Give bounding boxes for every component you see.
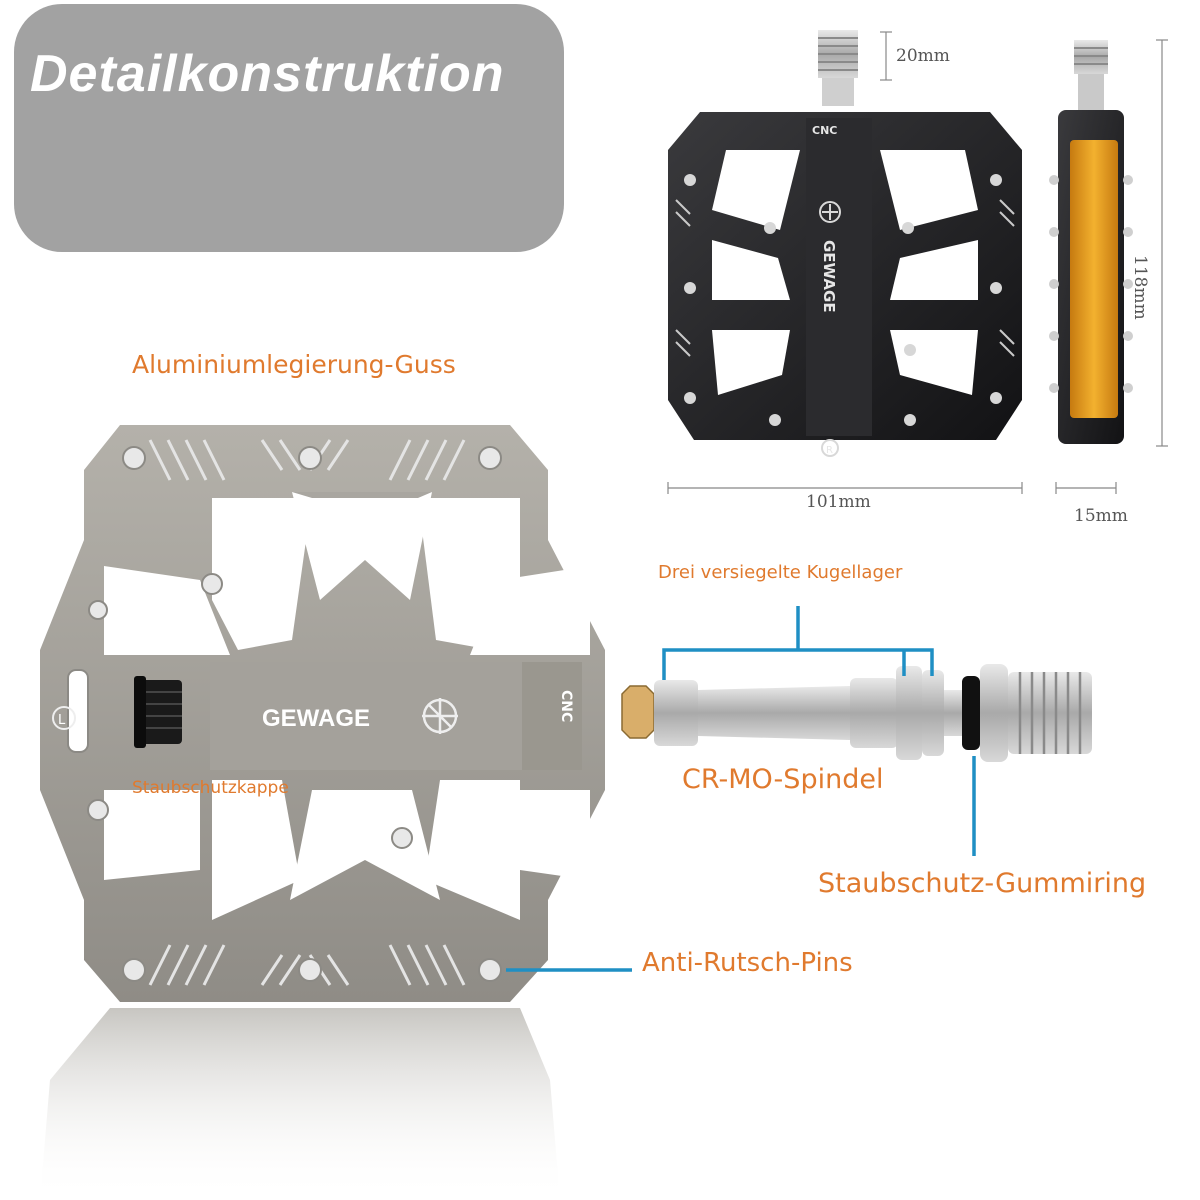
gray-pedal: [40, 425, 605, 1002]
width-dimension-line: [667, 482, 1023, 494]
height-dimension-line: [1156, 39, 1168, 447]
height-label: 118mm: [1130, 255, 1150, 320]
thread-length-label: 20mm: [896, 46, 950, 66]
bearings-label: Drei versiegelte Kugellager: [658, 562, 903, 583]
side-mark-gray: L: [58, 713, 66, 728]
title-banner: [14, 4, 564, 252]
material-label: Aluminiumlegierung-Guss: [132, 350, 456, 379]
cnc-mark-black: CNC: [812, 124, 837, 137]
callout-lines: [506, 606, 976, 972]
spindle-label: CR-MO-Spindel: [682, 764, 884, 795]
spindle: [621, 664, 1092, 762]
brand-mark-black: GEWAGE: [820, 240, 838, 313]
pedal-reflection: [40, 1008, 560, 1200]
width-label: 101mm: [806, 492, 871, 512]
page-title: Detailkonstruktion: [30, 45, 505, 103]
side-mark-black: R: [826, 445, 833, 456]
dust-cap: [134, 676, 182, 748]
pins-label: Anti-Rutsch-Pins: [642, 948, 853, 978]
brand-mark-gray: GEWAGE: [262, 705, 370, 732]
dust-cap-label: Staubschutzkappe: [132, 778, 289, 798]
depth-label: 15mm: [1074, 506, 1128, 526]
black-pedal-front: [668, 30, 1022, 457]
black-pedal-side: [1049, 40, 1133, 444]
depth-dimension-line: [1055, 482, 1117, 494]
thread-dimension-line: [880, 31, 892, 81]
cnc-mark-gray: CNC: [558, 690, 574, 722]
rubber-ring-label: Staubschutz-Gummiring: [818, 868, 1147, 899]
